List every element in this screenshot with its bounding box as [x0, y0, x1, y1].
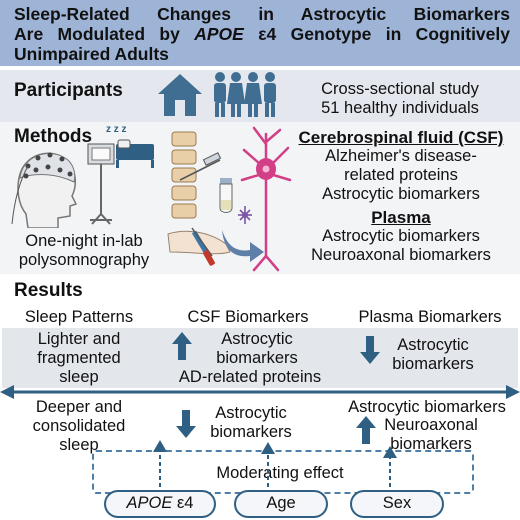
sleep-lab-icon [87, 139, 154, 225]
deep-csf-result: Astrocytic biomarkers [196, 404, 306, 442]
plasma-astro: Astrocytic biomarkers [322, 227, 480, 245]
sleep-depth-axis [0, 385, 520, 399]
light-line-3: sleep [59, 368, 99, 386]
participants-details: Cross-sectional study 51 healthy individ… [290, 80, 510, 118]
title-apoe: APOE [194, 24, 244, 44]
deep-plasma-line-2: Neuroaxonal [384, 416, 478, 434]
csf-block: Cerebrospinal fluid (CSF) Alzheimer's di… [288, 128, 514, 204]
light-csf-ad: AD-related proteins [178, 368, 322, 386]
blood-draw-icon [167, 227, 231, 266]
methods-label: Methods [14, 126, 93, 147]
psg-line-2: polysomnography [18, 251, 150, 269]
plasma-block: Plasma Astrocytic biomarkers Neuroaxonal… [288, 208, 514, 265]
light-csf-line-1: Astrocytic [221, 330, 293, 348]
light-line-2: fragmented [37, 349, 121, 367]
title-line-3: Unimpaired Adults [14, 44, 169, 64]
psg-line-1: One-night in-lab [25, 232, 143, 250]
moderating-effect-label: Moderating effect [216, 464, 344, 482]
light-plasma-line-1: Astrocytic [397, 336, 469, 354]
title: Sleep-Related Changes in Astrocytic Biom… [14, 4, 510, 64]
csf-tube-icon [219, 178, 233, 213]
csf-ad-line-2: related proteins [344, 166, 458, 184]
decrease-arrow-icon [360, 336, 380, 364]
light-line-1: Lighter and [37, 330, 121, 348]
neuron-icon [238, 126, 292, 272]
light-csf-result: Astrocytic biomarkers [192, 330, 322, 368]
light-plasma-line-2: biomarkers [392, 355, 474, 373]
deep-csf-line-1: Astrocytic [215, 404, 287, 422]
light-sleep-band [2, 328, 518, 388]
results-label: Results [14, 280, 83, 301]
apoe-text: APOE [126, 494, 173, 512]
sex-moderator: Sex [350, 490, 444, 518]
title-line-1: Sleep-Related Changes in Astrocytic Biom… [14, 4, 510, 24]
deep-plasma-astro: Astrocytic biomarkers [348, 398, 506, 416]
deep-plasma-neuro: Neuroaxonal biomarkers [374, 416, 488, 454]
methods-band [0, 122, 520, 274]
csf-ad-line-1: Alzheimer's disease- [325, 147, 477, 165]
moderating-arrows [153, 440, 397, 494]
deep-plasma-line-3: biomarkers [390, 435, 472, 453]
plasma-heading: Plasma [371, 208, 431, 227]
csf-heading: Cerebrospinal fluid (CSF) [298, 128, 504, 147]
light-csf-line-2: biomarkers [216, 349, 298, 367]
col-sleep-patterns: Sleep Patterns [24, 308, 134, 326]
decrease-arrow-icon [176, 410, 196, 438]
apoe-moderator: APOE ε4 [104, 490, 216, 518]
eeg-head-icon [11, 152, 78, 228]
deep-sleep-label: Deeper and consolidated sleep [4, 398, 154, 455]
participants-design: Cross-sectional study [321, 80, 479, 98]
participants-label: Participants [14, 80, 123, 101]
house-icon [158, 74, 202, 116]
title-line-2-pre: Are Modulated by [14, 24, 195, 44]
title-line-2: Are Modulated by APOE ε4 Genotype in Cog… [14, 24, 510, 44]
people-icon [214, 72, 276, 117]
title-line-2-post: ε4 Genotype in Cognitively [243, 24, 510, 44]
title-band [0, 0, 520, 66]
apoe-e4: ε4 [172, 494, 194, 512]
plasma-neuro: Neuroaxonal biomarkers [311, 246, 491, 264]
polysomnography-label: One-night in-lab polysomnography [6, 232, 162, 270]
age-moderator: Age [234, 490, 328, 518]
col-plasma-biomarkers: Plasma Biomarkers [358, 308, 502, 326]
deep-line-3: sleep [59, 436, 99, 454]
light-sleep-label: Lighter and fragmented sleep [4, 330, 154, 387]
deep-line-2: consolidated [32, 417, 126, 435]
participants-count: 51 healthy individuals [321, 99, 479, 117]
csf-astro: Astrocytic biomarkers [322, 185, 480, 203]
increase-arrow-icon [172, 332, 192, 360]
transfer-arrow [222, 230, 264, 262]
deep-csf-line-2: biomarkers [210, 423, 292, 441]
deep-line-1: Deeper and [35, 398, 123, 416]
zzz-icon: z z z [106, 124, 127, 135]
light-plasma-result: Astrocytic biomarkers [378, 336, 488, 374]
increase-arrow-icon [356, 416, 376, 444]
spine-puncture-icon [171, 131, 222, 219]
col-csf-biomarkers: CSF Biomarkers [187, 308, 309, 326]
